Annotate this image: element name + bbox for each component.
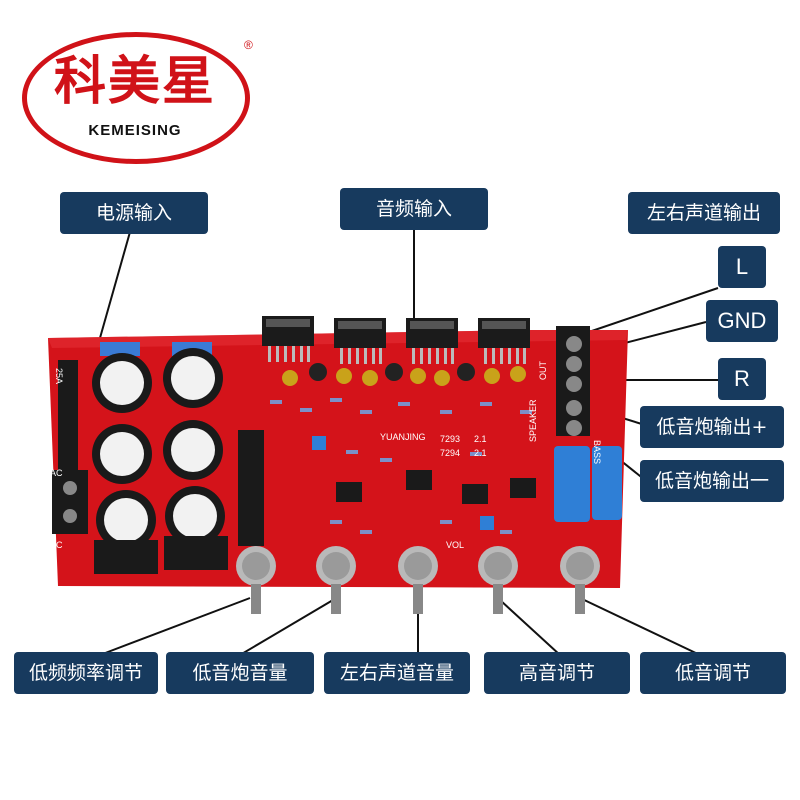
silk-bass: BASS — [592, 440, 602, 464]
silk-vol: VOL — [446, 540, 464, 550]
label-gnd: GND — [706, 300, 778, 342]
label-bass: 低音调节 — [640, 652, 786, 694]
registered-mark: ® — [244, 38, 253, 52]
silk-channel-1: 2.1 — [474, 434, 487, 444]
power-ic-row — [262, 316, 530, 364]
small-capacitors — [282, 363, 526, 386]
label-treble: 高音调节 — [484, 652, 630, 694]
logo-chinese-name: 科美星 — [53, 51, 216, 112]
label-power-input: 电源输入 — [60, 192, 208, 234]
label-lr-volume: 左右声道音量 — [324, 652, 470, 694]
silk-channel-2: 2.1 — [474, 448, 487, 458]
label-sub-out-minus: 低音炮输出一 — [640, 460, 784, 502]
speaker-terminal — [556, 326, 590, 436]
op-amps — [336, 470, 536, 504]
silk-model-2: 7294 — [440, 448, 460, 458]
resistors — [270, 398, 532, 534]
ac-terminal — [52, 470, 88, 534]
silk-out: OUT — [538, 361, 548, 381]
silk-fuse: 25A — [54, 368, 64, 384]
logo-english-name: KEMEISING — [88, 122, 182, 139]
label-sub-out-plus: 低音炮输出+ — [640, 406, 784, 448]
label-audio-input: 音频输入 — [340, 188, 488, 230]
silk-ac-bottom: AC — [50, 540, 63, 550]
filter-capacitors — [92, 342, 228, 574]
label-left: L — [718, 246, 766, 288]
label-right: R — [718, 358, 766, 400]
film-cap-2 — [592, 446, 622, 520]
rectifier — [58, 360, 78, 472]
pin-header — [238, 430, 264, 546]
logo-ring — [22, 32, 250, 164]
silk-model-1: 7293 — [440, 434, 460, 444]
silk-maker: YUANJING — [380, 432, 426, 442]
label-sub-volume: 低音炮音量 — [166, 652, 314, 694]
silk-speaker: SPEAKER — [528, 399, 538, 442]
label-lr-output: 左右声道输出 — [628, 192, 780, 234]
film-cap-1 — [554, 446, 590, 522]
silk-ac-top: AC — [50, 468, 63, 478]
potentiometers — [236, 546, 600, 614]
label-lowpass-freq: 低频频率调节 — [14, 652, 158, 694]
